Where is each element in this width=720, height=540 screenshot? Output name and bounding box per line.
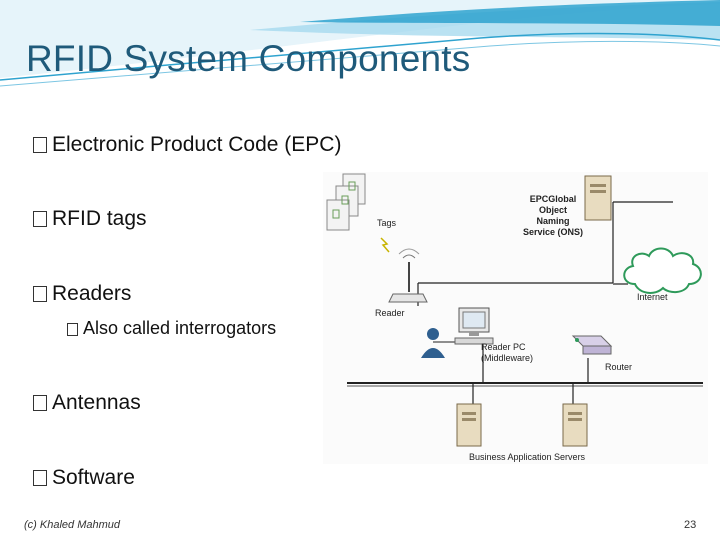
label-ons-line: Service (ONS)	[522, 227, 584, 237]
rfid-system-diagram: Tags EPCGlobal Object Naming Service (ON…	[323, 172, 708, 464]
internet-cloud-icon	[623, 247, 702, 294]
label-reader: Reader	[375, 308, 405, 318]
label-internet: Internet	[637, 292, 668, 302]
bullet-readers: Readers	[33, 282, 131, 306]
business-server-icon-2	[562, 403, 588, 447]
diagram-graphics	[323, 172, 708, 464]
ons-server-icon	[584, 175, 612, 221]
bullet-marker-icon	[33, 395, 47, 411]
bullet-marker-icon	[33, 286, 47, 302]
bullet-marker-icon	[67, 323, 78, 336]
bullet-software: Software	[33, 466, 135, 490]
bullet-epc: Electronic Product Code (EPC)	[33, 133, 341, 157]
sub-bullet-interrogators: Also called interrogators	[67, 318, 276, 339]
page-number: 23	[684, 519, 697, 531]
business-server-icon-1	[456, 403, 482, 447]
label-ons-line: EPCGlobal	[529, 194, 577, 204]
bullet-text: RFID tags	[52, 207, 147, 230]
header-wave-decoration	[0, 0, 720, 87]
user-person-icon	[421, 328, 445, 358]
bullet-rfid-tags: RFID tags	[33, 207, 147, 231]
bullet-text: Electronic Product Code (EPC)	[52, 133, 342, 156]
bullet-marker-icon	[33, 137, 47, 153]
router-icon	[571, 335, 613, 355]
reader-pc-icon	[454, 307, 494, 345]
rf-signal-icon	[380, 237, 390, 253]
bullet-marker-icon	[33, 211, 47, 227]
label-reader-pc-line: (Middleware)	[481, 353, 534, 363]
label-ons: EPCGlobal Object Naming Service (ONS)	[513, 194, 593, 238]
label-router: Router	[605, 362, 633, 372]
label-ons-line: Naming	[536, 216, 570, 226]
slide-title: RFID System Components	[26, 38, 471, 79]
bullet-text: Readers	[52, 282, 132, 305]
label-reader-pc: Reader PC (Middleware)	[481, 342, 533, 364]
bullet-marker-icon	[33, 470, 47, 486]
rfid-tags-icon	[326, 173, 366, 231]
footer-author: (c) Khaled Mahmud	[24, 519, 120, 531]
bullet-text: Software	[52, 466, 135, 489]
label-reader-pc-line: Reader PC	[481, 342, 526, 352]
label-ons-line: Object	[538, 205, 567, 215]
bullet-text: Also called interrogators	[83, 318, 277, 338]
bullet-text: Antennas	[52, 391, 141, 414]
label-tags: Tags	[377, 218, 397, 228]
reader-antenna-icon	[388, 248, 428, 303]
label-business-servers: Business Application Servers	[469, 452, 586, 462]
bullet-antennas: Antennas	[33, 391, 141, 415]
